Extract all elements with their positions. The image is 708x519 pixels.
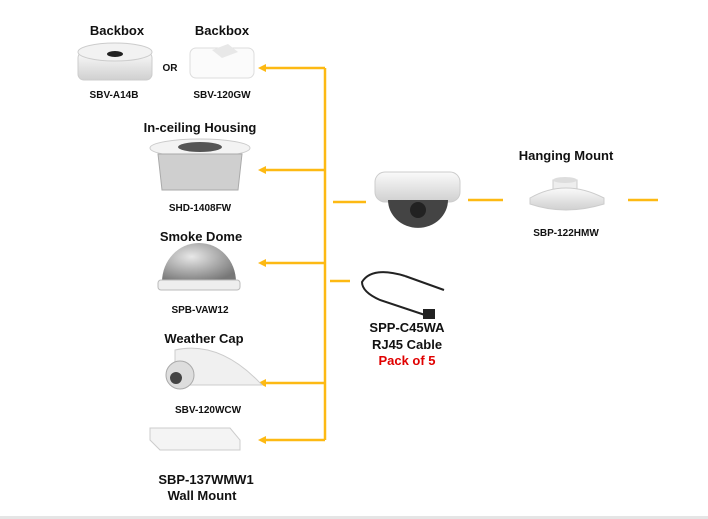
backbox-2-model: SBV-120GW [193, 90, 251, 101]
wall-mount-model: SBP-137WMW1 [158, 472, 254, 487]
backbox-1-title: Backbox [89, 23, 145, 38]
cable-pack: Pack of 5 [378, 353, 436, 368]
wall-mount-image [149, 427, 241, 451]
smoke-dome-image [157, 242, 241, 291]
arrowheads [258, 64, 266, 444]
inceiling-model: SHD-1408FW [168, 203, 232, 214]
backbox-sbv-image [189, 44, 255, 79]
hanging-mount-title: Hanging Mount [518, 148, 614, 163]
smoke-dome-title: Smoke Dome [159, 229, 243, 244]
smoke-dome-model: SPB-VAW12 [171, 305, 229, 316]
backbox-1-model: SBV-A14B [89, 90, 139, 101]
hanging-mount-model: SBP-122HMW [533, 228, 599, 239]
backbox-2-title: Backbox [194, 23, 250, 38]
bottom-border [0, 516, 708, 519]
weather-cap-title: Weather Cap [164, 331, 244, 346]
inceiling-title: In-ceiling Housing [143, 120, 257, 135]
inceiling-housing-image [149, 138, 251, 191]
hanging-mount-image [529, 177, 605, 211]
wall-mount-title: Wall Mount [167, 488, 237, 503]
or-label: OR [162, 63, 178, 74]
weather-cap-image [165, 347, 264, 390]
weather-cap-model: SBV-120WCW [174, 405, 242, 416]
cable-model: SPP-C45WA [369, 320, 445, 335]
backbox-sba-image [77, 42, 153, 81]
cable-name: RJ45 Cable [371, 337, 443, 352]
camera-image [374, 171, 461, 228]
cable-image [360, 271, 445, 319]
connector-lines [262, 66, 658, 442]
